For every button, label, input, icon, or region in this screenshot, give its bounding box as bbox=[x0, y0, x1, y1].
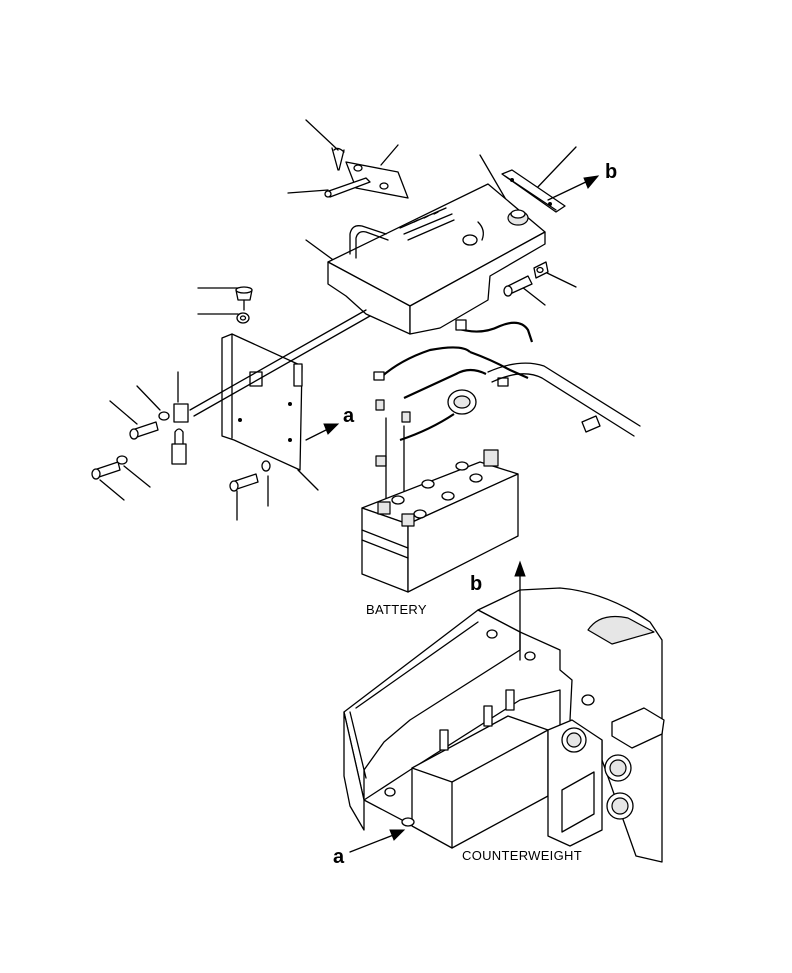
battery-cables bbox=[373, 319, 641, 517]
arrow-a-lower bbox=[349, 829, 406, 853]
arrow-a-upper bbox=[305, 423, 340, 441]
rod-part bbox=[324, 177, 371, 198]
arrow-b-upper-letter: b bbox=[605, 161, 618, 183]
battery-cover-part bbox=[327, 183, 546, 335]
counterweight-frame bbox=[343, 587, 665, 863]
panel-fasteners bbox=[91, 286, 371, 492]
leader-lines bbox=[99, 119, 577, 521]
cover-bolt-part bbox=[503, 261, 549, 297]
cover-bracket-part bbox=[501, 169, 566, 213]
arrow-b-lower bbox=[514, 560, 526, 661]
arrow-b-upper bbox=[547, 175, 600, 201]
battery-part bbox=[361, 449, 519, 593]
battery-label: BATTERY bbox=[366, 602, 427, 617]
pin-part bbox=[331, 147, 345, 171]
arrow-b-lower-letter: b bbox=[470, 573, 483, 595]
counterweight-label: COUNTERWEIGHT bbox=[462, 848, 582, 863]
arrow-a-upper-letter: a bbox=[343, 405, 355, 427]
arrow-a-lower-letter: a bbox=[333, 846, 345, 868]
clip-plate-part bbox=[345, 161, 409, 199]
side-panel-part bbox=[221, 333, 303, 471]
